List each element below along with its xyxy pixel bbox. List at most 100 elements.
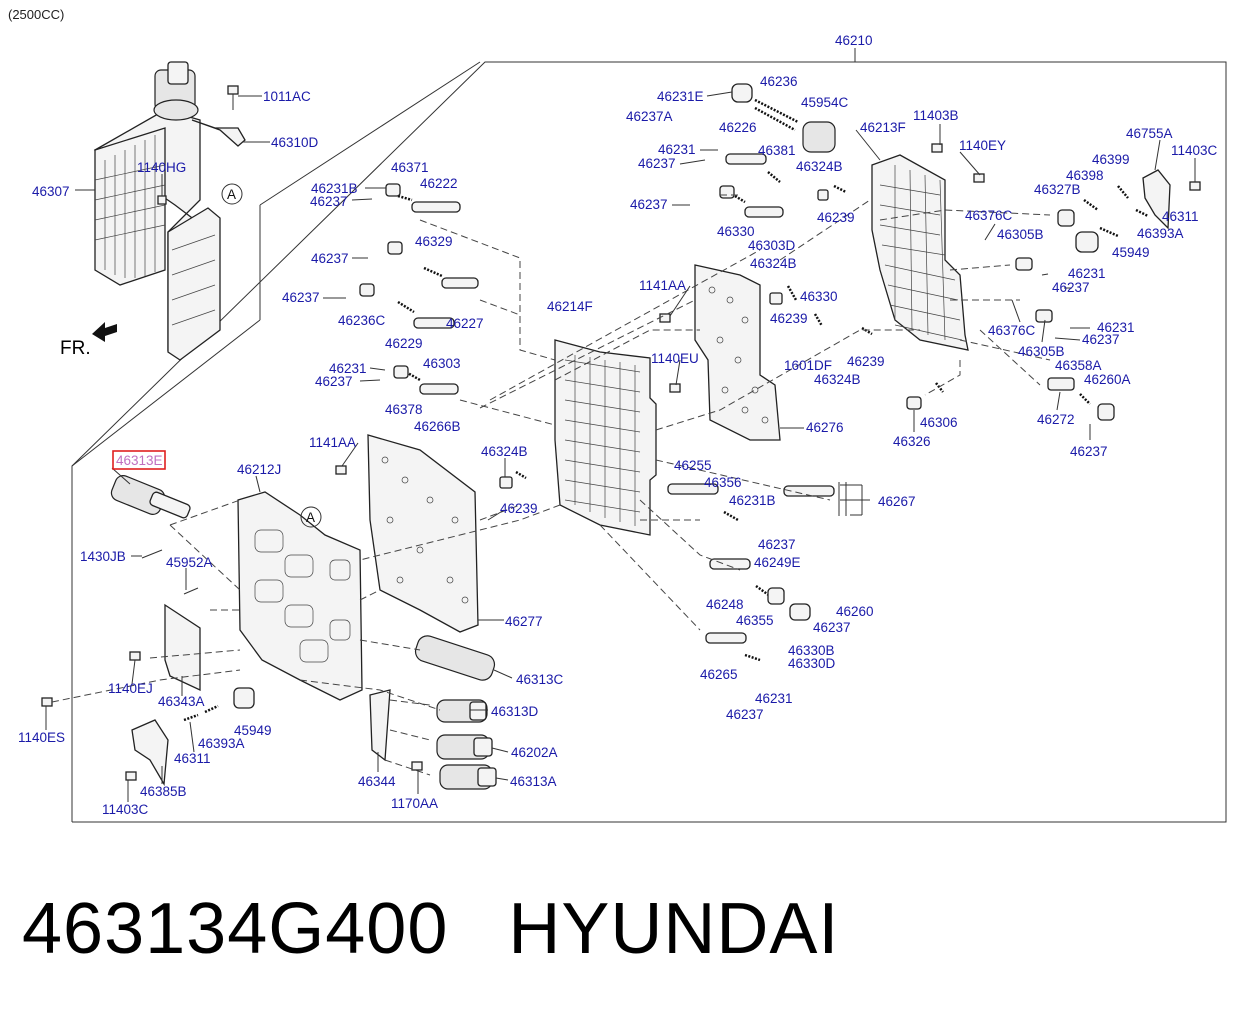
part-label: 1601DF — [784, 358, 832, 373]
part-label: 46237 — [282, 290, 320, 305]
part-label: 46231 — [1068, 266, 1106, 281]
part-label: 46237 — [813, 620, 851, 635]
part-label: 46356 — [704, 475, 742, 490]
part-label: 46313D — [491, 704, 539, 719]
part-label: 46236C — [338, 313, 386, 328]
part-label: 46330 — [717, 224, 755, 239]
front-arrow-icon — [92, 322, 117, 342]
part-label: 46237A — [626, 109, 673, 124]
part-label: 46237 — [638, 156, 676, 171]
part-label: 46227 — [446, 316, 484, 331]
part-label: 46255 — [674, 458, 712, 473]
part-label: 1141AA — [639, 278, 686, 293]
part-label: 45954C — [801, 95, 849, 110]
part-label: 1140EJ — [108, 681, 153, 696]
part-label: 46303D — [748, 238, 796, 253]
front-direction-label: FR. — [60, 338, 91, 359]
footer-caption: 463134G400 HYUNDAI — [22, 888, 899, 970]
part-label: 46260 — [836, 604, 874, 619]
part-label: 46272 — [1037, 412, 1075, 427]
part-label: 46324B — [814, 372, 861, 387]
part-label: 46239 — [770, 311, 808, 326]
part-label: 46313C — [516, 672, 564, 687]
part-label: 46393A — [1137, 226, 1184, 241]
bracket-46343A — [164, 603, 201, 692]
part-label: 1140EU — [651, 351, 699, 366]
part-label: 46393A — [198, 736, 245, 751]
part-label: 46327B — [1034, 182, 1081, 197]
part-label: 46330 — [800, 289, 838, 304]
part-label: 46267 — [878, 494, 916, 509]
part-label: 46239 — [817, 210, 855, 225]
part-label: 46231 — [658, 142, 696, 157]
solenoid-46202A — [436, 734, 493, 760]
part-label: 46202A — [511, 745, 558, 760]
footer-part-number: 463134G400 — [22, 889, 449, 969]
part-label: 1140ES — [18, 730, 65, 745]
part-label: 46326 — [893, 434, 931, 449]
bracket-46344 — [369, 689, 391, 762]
part-label: 46237 — [758, 537, 796, 552]
subframe-edge — [71, 319, 261, 467]
part-label: 46381 — [758, 143, 796, 158]
part-label: 46231E — [657, 89, 704, 104]
assembly-lines — [51, 194, 1051, 776]
subframe-edge — [259, 61, 481, 206]
part-label: 46231 — [329, 361, 367, 376]
part-label: 46237 — [1082, 332, 1120, 347]
ref-marker-circle — [300, 506, 322, 528]
bracket-46385B — [131, 719, 169, 787]
upper-valve-body-46213F — [871, 154, 969, 351]
part-label: 46330D — [788, 656, 836, 671]
part-label: 46344 — [358, 774, 396, 789]
part-label: 46306 — [920, 415, 958, 430]
ref-marker-circle — [221, 183, 243, 205]
part-label: 1140EY — [959, 138, 1006, 153]
part-label: 1430JB — [80, 549, 126, 564]
bolt-icon — [157, 195, 167, 205]
part-label: 46213F — [860, 120, 906, 135]
footer-brand: HYUNDAI — [508, 889, 840, 969]
solenoid-46313E — [110, 475, 191, 519]
part-label: 45952A — [166, 555, 213, 570]
part-label: 46260A — [1084, 372, 1131, 387]
part-label: 46324B — [481, 444, 528, 459]
part-label: 46237 — [630, 197, 668, 212]
part-label: 46378 — [385, 402, 423, 417]
valve-body-plate-46214F — [554, 339, 657, 536]
part-label: 46324B — [796, 159, 843, 174]
lower-valve-body-46212J — [237, 491, 363, 701]
part-label: 46239 — [500, 501, 538, 516]
part-label: 46358A — [1055, 358, 1102, 373]
solenoid-46313A — [439, 764, 497, 790]
part-label: 46212J — [237, 462, 281, 477]
part-label: 46311 — [1162, 209, 1199, 224]
part-label: 46231B — [311, 181, 358, 196]
parts-diagram: (2500CC) 46210 FR. A — [8, 7, 1227, 823]
part-label: 46229 — [385, 336, 423, 351]
highlighted-part-label[interactable]: 46313E — [116, 453, 163, 468]
bolt-icon — [227, 85, 239, 110]
part-label: 46305B — [1018, 344, 1065, 359]
part-label: 46237 — [311, 251, 349, 266]
highlight-box — [112, 450, 166, 470]
part-label: 11403B — [913, 108, 959, 123]
part-label: 46231 — [1097, 320, 1135, 335]
part-label: 1140HG — [137, 160, 186, 175]
bracket-icon — [191, 119, 246, 147]
solenoid-46313D — [436, 699, 488, 723]
part-label: 1170AA — [391, 796, 438, 811]
part-label: 46305B — [997, 227, 1044, 242]
part-label: 46237 — [726, 707, 764, 722]
part-label: 46237 — [1070, 444, 1108, 459]
part-label: 46222 — [420, 176, 458, 191]
part-label: 46376C — [988, 323, 1036, 338]
part-label: 46755A — [1126, 126, 1173, 141]
engine-note: (2500CC) — [8, 7, 64, 22]
small-parts — [41, 83, 1201, 781]
part-labels: 1011AC 46310D 46307 1140HG 46371 46231B … — [18, 74, 1218, 817]
part-label: 46330B — [788, 643, 835, 658]
part-label: 46385B — [140, 784, 187, 799]
part-label: 46231B — [729, 493, 776, 508]
part-label: 46398 — [1066, 168, 1104, 183]
